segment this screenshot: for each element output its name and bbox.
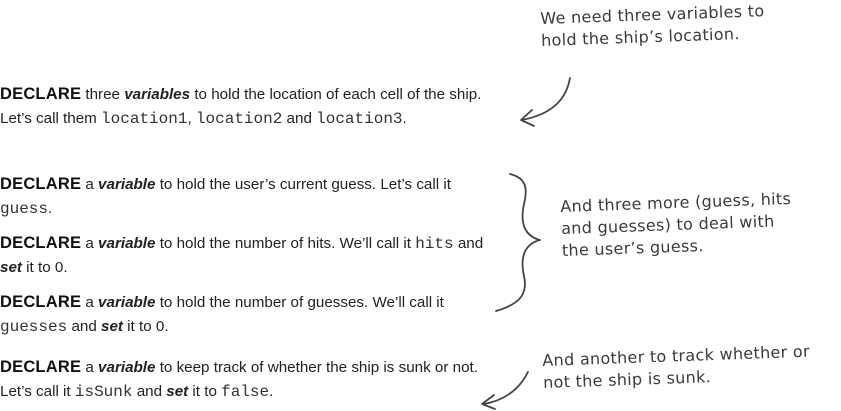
text: a	[81, 235, 99, 252]
emphasis: variable	[98, 359, 156, 376]
code-location1: location1	[101, 110, 188, 128]
declare-keyword: DECLARE	[0, 175, 82, 193]
text: three	[81, 86, 125, 103]
text: .	[402, 110, 407, 127]
text: to hold the number of hits. We’ll call i…	[155, 235, 416, 252]
text: to keep track of whether the ship is sun…	[0, 359, 478, 400]
text: to hold the number of guesses. We’ll cal…	[155, 294, 444, 311]
code-location3: location3	[316, 110, 403, 128]
declare-guess-variable: DECLARE a variable to hold the user’s cu…	[0, 172, 505, 221]
text: it to 0.	[122, 318, 169, 335]
emphasis: set	[0, 259, 22, 276]
code-hits: hits	[415, 235, 454, 253]
arrowhead-icon	[481, 394, 496, 410]
emphasis: set	[101, 318, 123, 335]
text: and	[282, 110, 317, 127]
text: a	[81, 294, 99, 311]
text: .	[48, 200, 53, 217]
code-guesses: guesses	[0, 318, 68, 336]
emphasis: variable	[98, 235, 156, 252]
emphasis: variables	[124, 86, 191, 103]
code-guess: guess	[0, 200, 49, 218]
curly-brace	[495, 173, 541, 312]
emphasis: variable	[98, 176, 156, 193]
text: and	[67, 318, 101, 335]
arrow-to-location-variables	[521, 77, 571, 121]
arrowhead-icon	[520, 109, 535, 127]
code-false: false	[221, 383, 270, 401]
code-issunk: isSunk	[74, 383, 133, 401]
declare-keyword: DECLARE	[0, 85, 82, 103]
text: it to 0.	[21, 259, 68, 276]
text: to hold the location of each cell of the…	[0, 86, 482, 127]
declare-location-variables: DECLARE three variables to hold the loca…	[0, 82, 505, 131]
declare-keyword: DECLARE	[0, 293, 82, 311]
text: a	[81, 176, 99, 193]
emphasis: variable	[98, 294, 156, 311]
text: a	[81, 359, 99, 376]
text: and	[132, 383, 167, 400]
declare-hits-variable: DECLARE a variable to hold the number of…	[0, 231, 505, 280]
text: ,	[187, 110, 196, 127]
text: it to	[188, 383, 222, 400]
declare-keyword: DECLARE	[0, 358, 82, 376]
text: and	[453, 235, 484, 252]
code-location2: location2	[195, 110, 283, 128]
text: to hold the user’s current guess. Let’s …	[155, 176, 451, 193]
emphasis: set	[166, 383, 189, 400]
declare-issunk-variable: DECLARE a variable to keep track of whet…	[0, 355, 505, 404]
text: .	[269, 383, 274, 400]
declare-keyword: DECLARE	[0, 234, 82, 252]
declare-guesses-variable: DECLARE a variable to hold the number of…	[0, 290, 505, 339]
arrow-to-sunk-variable	[483, 371, 529, 405]
